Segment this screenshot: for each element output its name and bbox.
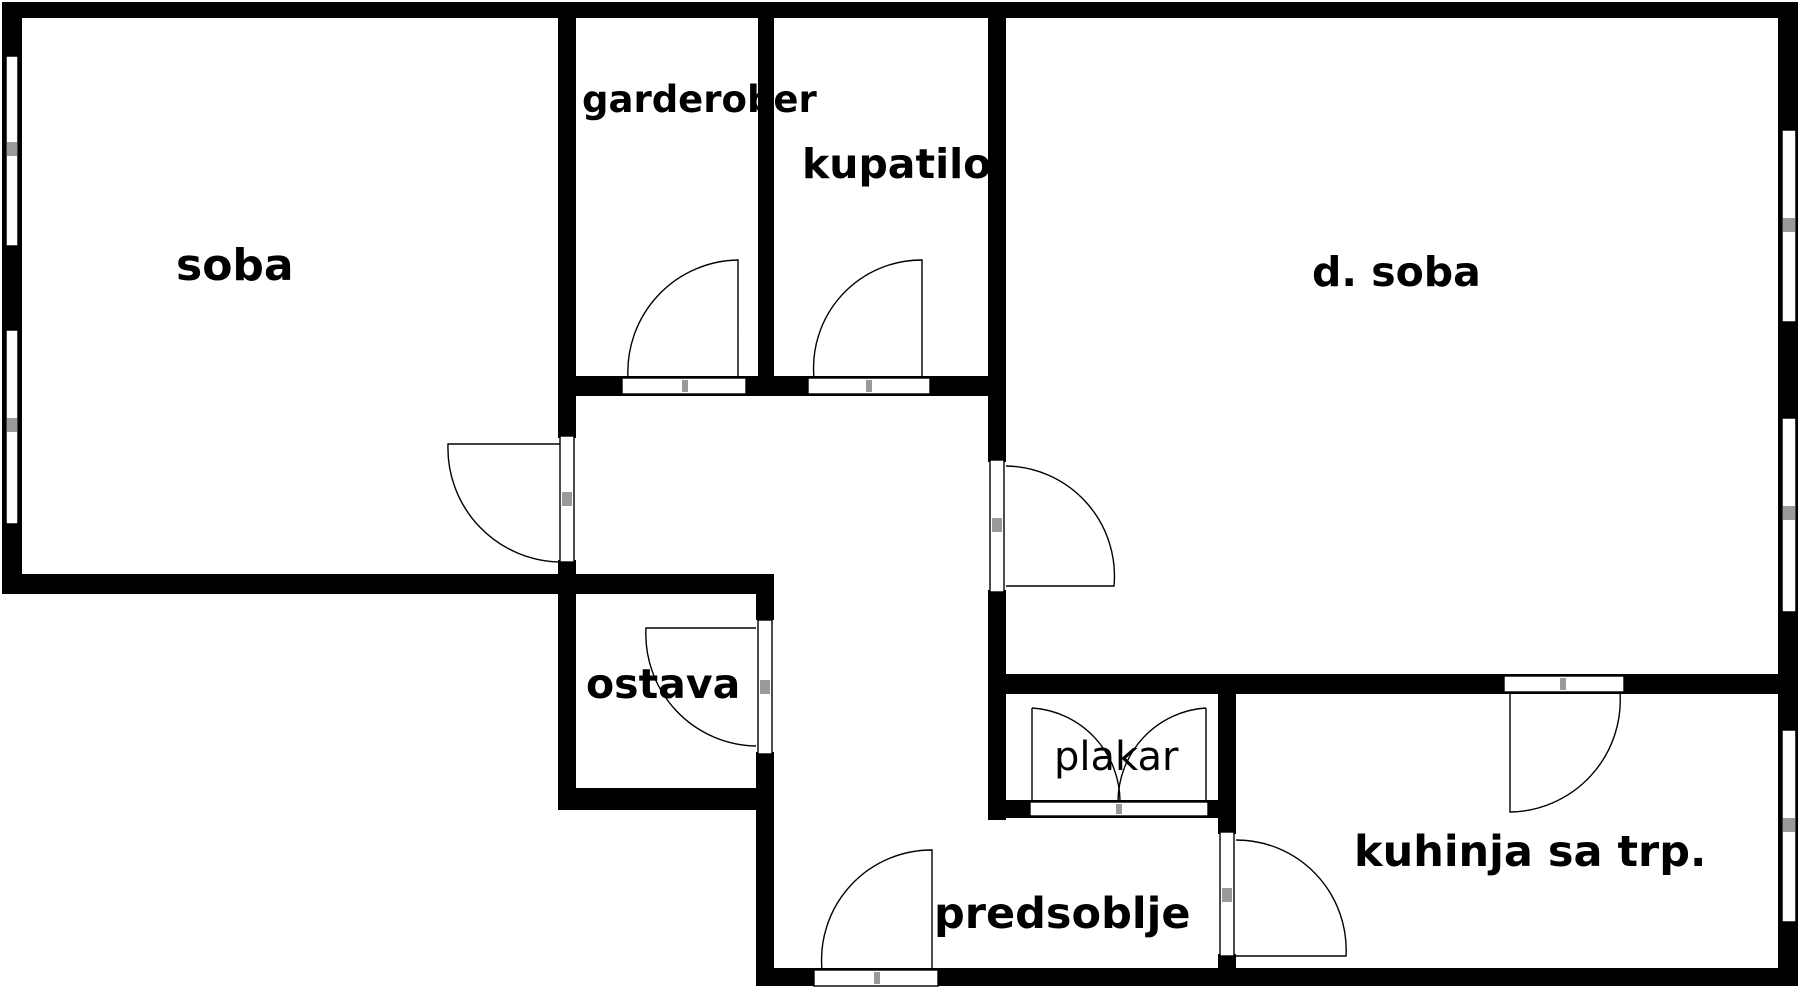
wall-ostava-right-bottom <box>756 752 774 982</box>
doors <box>447 259 1625 987</box>
door-garderober-frame-mark <box>682 380 688 392</box>
wall-bottom <box>756 968 1798 986</box>
door-garderober-swing <box>627 259 739 379</box>
wall-hall-dsoba-lower <box>988 590 1006 820</box>
wall-ostava-right-top <box>756 574 774 620</box>
wall-plakar-kuhinja <box>1218 674 1236 834</box>
wall-kupatilo-dsoba <box>988 2 1006 462</box>
room-label-soba: soba <box>176 240 294 291</box>
room-label-kuhinja: kuhinja sa trp. <box>1354 827 1706 877</box>
door-kuhinja-hall-frame-mark <box>1222 888 1232 902</box>
door-kuhinja-top-swing <box>1509 691 1621 813</box>
window-kuhinja-mark <box>1783 818 1795 832</box>
door-kuhinja-top-frame-mark <box>1560 678 1566 690</box>
wall-soba-bottom <box>2 574 768 594</box>
room-label-plakar: plakar <box>1054 734 1179 780</box>
wall-soba-garderober <box>558 2 576 438</box>
door-plakar-frame-mark <box>1116 804 1122 814</box>
door-plakar-right-swing <box>1117 707 1207 803</box>
door-kuhinja-hall-swing <box>1235 839 1347 957</box>
window-dsoba-lower-mark <box>1783 506 1795 520</box>
door-ostava-frame-mark <box>760 680 770 694</box>
window-soba-upper-mark <box>7 142 17 156</box>
room-label-garderober: garderober <box>582 78 818 121</box>
door-kupatilo-swing <box>812 259 923 379</box>
room-label-kupatilo: kupatilo <box>802 140 991 188</box>
windows <box>5 55 1797 923</box>
wall-hall-kuhinja <box>1218 954 1236 986</box>
window-dsoba-upper-mark <box>1783 218 1795 232</box>
room-labels: soba garderober kupatilo d. soba ostava … <box>176 78 1706 939</box>
wall-top <box>2 2 1798 18</box>
door-dsoba-frame-mark <box>992 518 1002 532</box>
wall-ostava-left <box>558 574 576 806</box>
door-soba-frame-mark <box>562 492 572 506</box>
wall-ostava-bottom <box>558 788 768 810</box>
door-ostava-swing <box>645 627 757 747</box>
door-entrance-frame-mark <box>874 972 880 984</box>
door-soba-swing <box>447 443 561 563</box>
window-soba-lower-mark <box>7 418 17 432</box>
room-label-predsoblje: predsoblje <box>934 889 1191 939</box>
door-dsoba-swing <box>1005 465 1116 587</box>
room-label-dnevna-soba: d. soba <box>1312 248 1481 296</box>
door-entrance-swing <box>820 849 933 971</box>
door-kupatilo-frame-mark <box>866 380 872 392</box>
door-plakar-left-swing <box>1031 707 1121 803</box>
wall-garderober-kupatilo <box>758 2 774 394</box>
room-label-ostava: ostava <box>586 660 740 708</box>
wall-dsoba-bottom <box>988 674 1798 694</box>
